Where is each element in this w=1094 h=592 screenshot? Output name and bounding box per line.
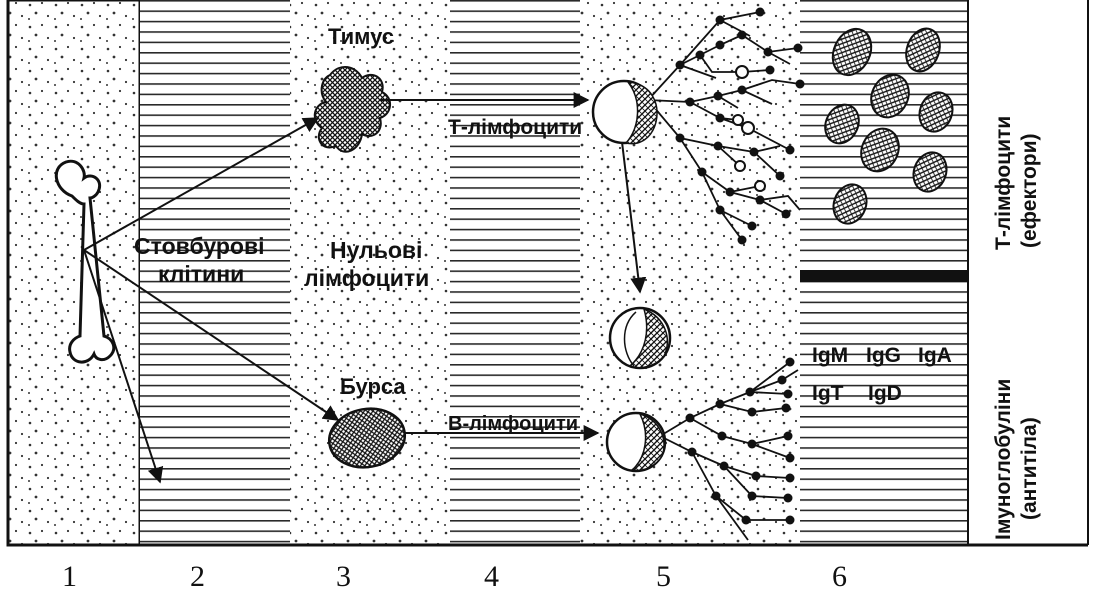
zone-4-stripes bbox=[450, 0, 580, 545]
immunoglobulins-label-line1: Імуноглобуліни bbox=[992, 379, 1015, 540]
iga-label: IgA bbox=[918, 344, 952, 367]
immunoglobulins-label-line2: (антитіла) bbox=[1018, 417, 1041, 520]
stem-cells-label-line2: клітини bbox=[158, 261, 244, 287]
null-lymphocytes-label-line1: Нульові bbox=[330, 237, 422, 263]
null-lymphocytes-label-line2: лімфоцити bbox=[304, 265, 429, 291]
igd-label: IgD bbox=[868, 382, 902, 405]
thymus-label: Тимус bbox=[328, 24, 394, 49]
b-lymphocytes-label: В-лімфоцити bbox=[448, 413, 578, 435]
zone-number-row: 1 2 3 4 5 6 bbox=[62, 560, 847, 592]
stem-cells-label-line1: Стовбурові bbox=[134, 233, 264, 259]
t-effectors-label-line2: (ефектори) bbox=[1018, 133, 1041, 248]
dark-band bbox=[800, 270, 968, 282]
zone-1-bone-marrow bbox=[8, 0, 140, 545]
zone-number-4: 4 bbox=[484, 560, 499, 592]
igt-label: IgT bbox=[812, 382, 844, 405]
zone-number-1: 1 bbox=[62, 560, 77, 592]
zone-number-6: 6 bbox=[832, 560, 847, 592]
zone-number-3: 3 bbox=[336, 560, 351, 592]
t-lymphocytes-label: Т-лімфоцити bbox=[448, 116, 582, 139]
bursa-label: Бурса bbox=[340, 374, 406, 399]
igm-label: IgM bbox=[812, 344, 848, 367]
igg-label: IgG bbox=[866, 344, 901, 367]
zone-number-2: 2 bbox=[190, 560, 205, 592]
intermediate-cell bbox=[610, 308, 670, 368]
t-effectors-label-line1: Т-лімфоцити bbox=[992, 116, 1015, 250]
zone-number-5: 5 bbox=[656, 560, 671, 592]
